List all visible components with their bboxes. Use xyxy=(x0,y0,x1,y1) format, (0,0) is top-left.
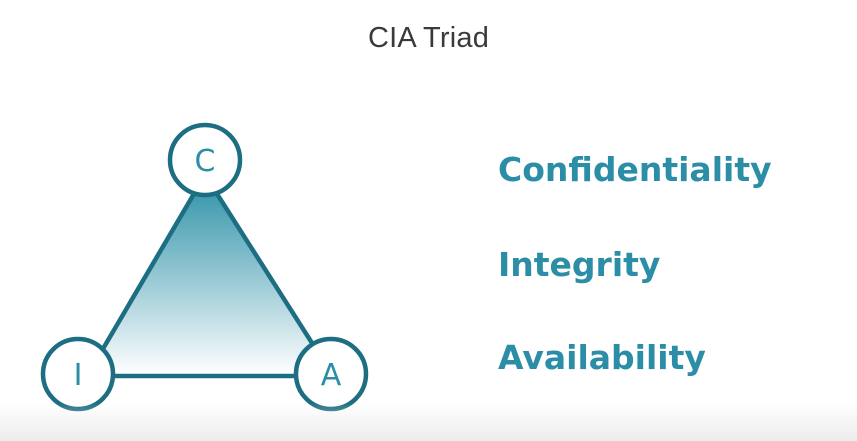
term-integrity: Integrity xyxy=(498,245,661,284)
node-letter-a: A xyxy=(321,358,342,393)
node-availability: A xyxy=(293,336,369,412)
slide-title: CIA Triad xyxy=(367,22,490,54)
node-letter-i: I xyxy=(74,358,83,393)
term-availability: Availability xyxy=(498,338,706,377)
node-integrity: I xyxy=(40,336,116,412)
node-circle-c xyxy=(167,122,243,198)
triangle-fill xyxy=(84,172,336,379)
term-confidentiality: Confidentiality xyxy=(498,150,772,189)
node-confidentiality: C xyxy=(167,122,243,198)
bottom-shadow xyxy=(0,403,857,441)
node-letter-c: C xyxy=(195,144,216,179)
